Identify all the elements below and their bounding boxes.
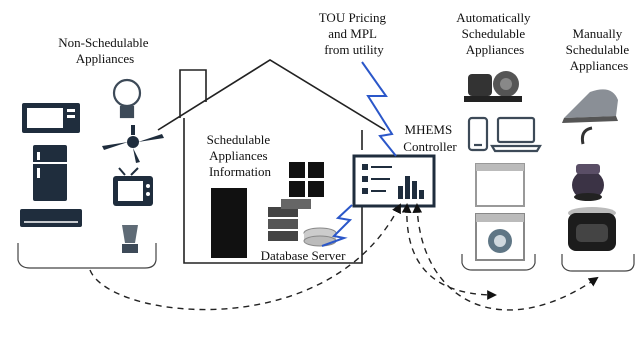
link-non-schedulable bbox=[89, 203, 401, 311]
manual-schedulable-label: Manually Schedulable Appliances bbox=[566, 26, 633, 73]
iron-icon bbox=[562, 89, 618, 123]
tou-pricing-label: TOU Pricing and MPL from utility bbox=[319, 10, 390, 57]
lightning-icon bbox=[361, 61, 397, 157]
water-pump-icon bbox=[464, 71, 522, 102]
database-server-label: Database Server bbox=[261, 248, 346, 263]
washing-machine-icon bbox=[475, 213, 525, 261]
bracket-left bbox=[17, 243, 157, 269]
house-icon bbox=[157, 59, 386, 264]
non-schedulable-label: Non-Schedulable Appliances bbox=[58, 35, 152, 66]
blender-icon bbox=[122, 225, 138, 253]
television-icon bbox=[113, 167, 153, 206]
sched-info-label: Schedulable Appliances Information bbox=[207, 132, 274, 179]
controller-dashboard-icon bbox=[352, 154, 436, 208]
rice-cooker-icon bbox=[568, 207, 616, 251]
auto-schedulable-label: Automatically Schedulable Appliances bbox=[456, 10, 534, 57]
smartphone-icon bbox=[467, 116, 489, 152]
mhems-label: MHEMS Controller bbox=[403, 122, 457, 154]
database-server-icon bbox=[268, 199, 337, 247]
microwave-icon bbox=[22, 103, 80, 133]
laptop-icon bbox=[490, 116, 542, 153]
light-bulb-icon bbox=[112, 78, 142, 119]
dishwasher-icon bbox=[475, 163, 525, 207]
lightning-icon bbox=[321, 204, 353, 247]
link-auto-schedulable bbox=[401, 203, 497, 300]
bracket-manual bbox=[561, 254, 635, 272]
window-icon bbox=[289, 162, 324, 197]
refrigerator-icon bbox=[33, 145, 67, 201]
air-conditioner-icon bbox=[20, 209, 82, 227]
link-manual-schedulable bbox=[412, 203, 599, 311]
ceiling-fan-icon bbox=[102, 125, 164, 163]
vacuum-cleaner-icon bbox=[572, 126, 604, 201]
door-icon bbox=[211, 188, 247, 258]
